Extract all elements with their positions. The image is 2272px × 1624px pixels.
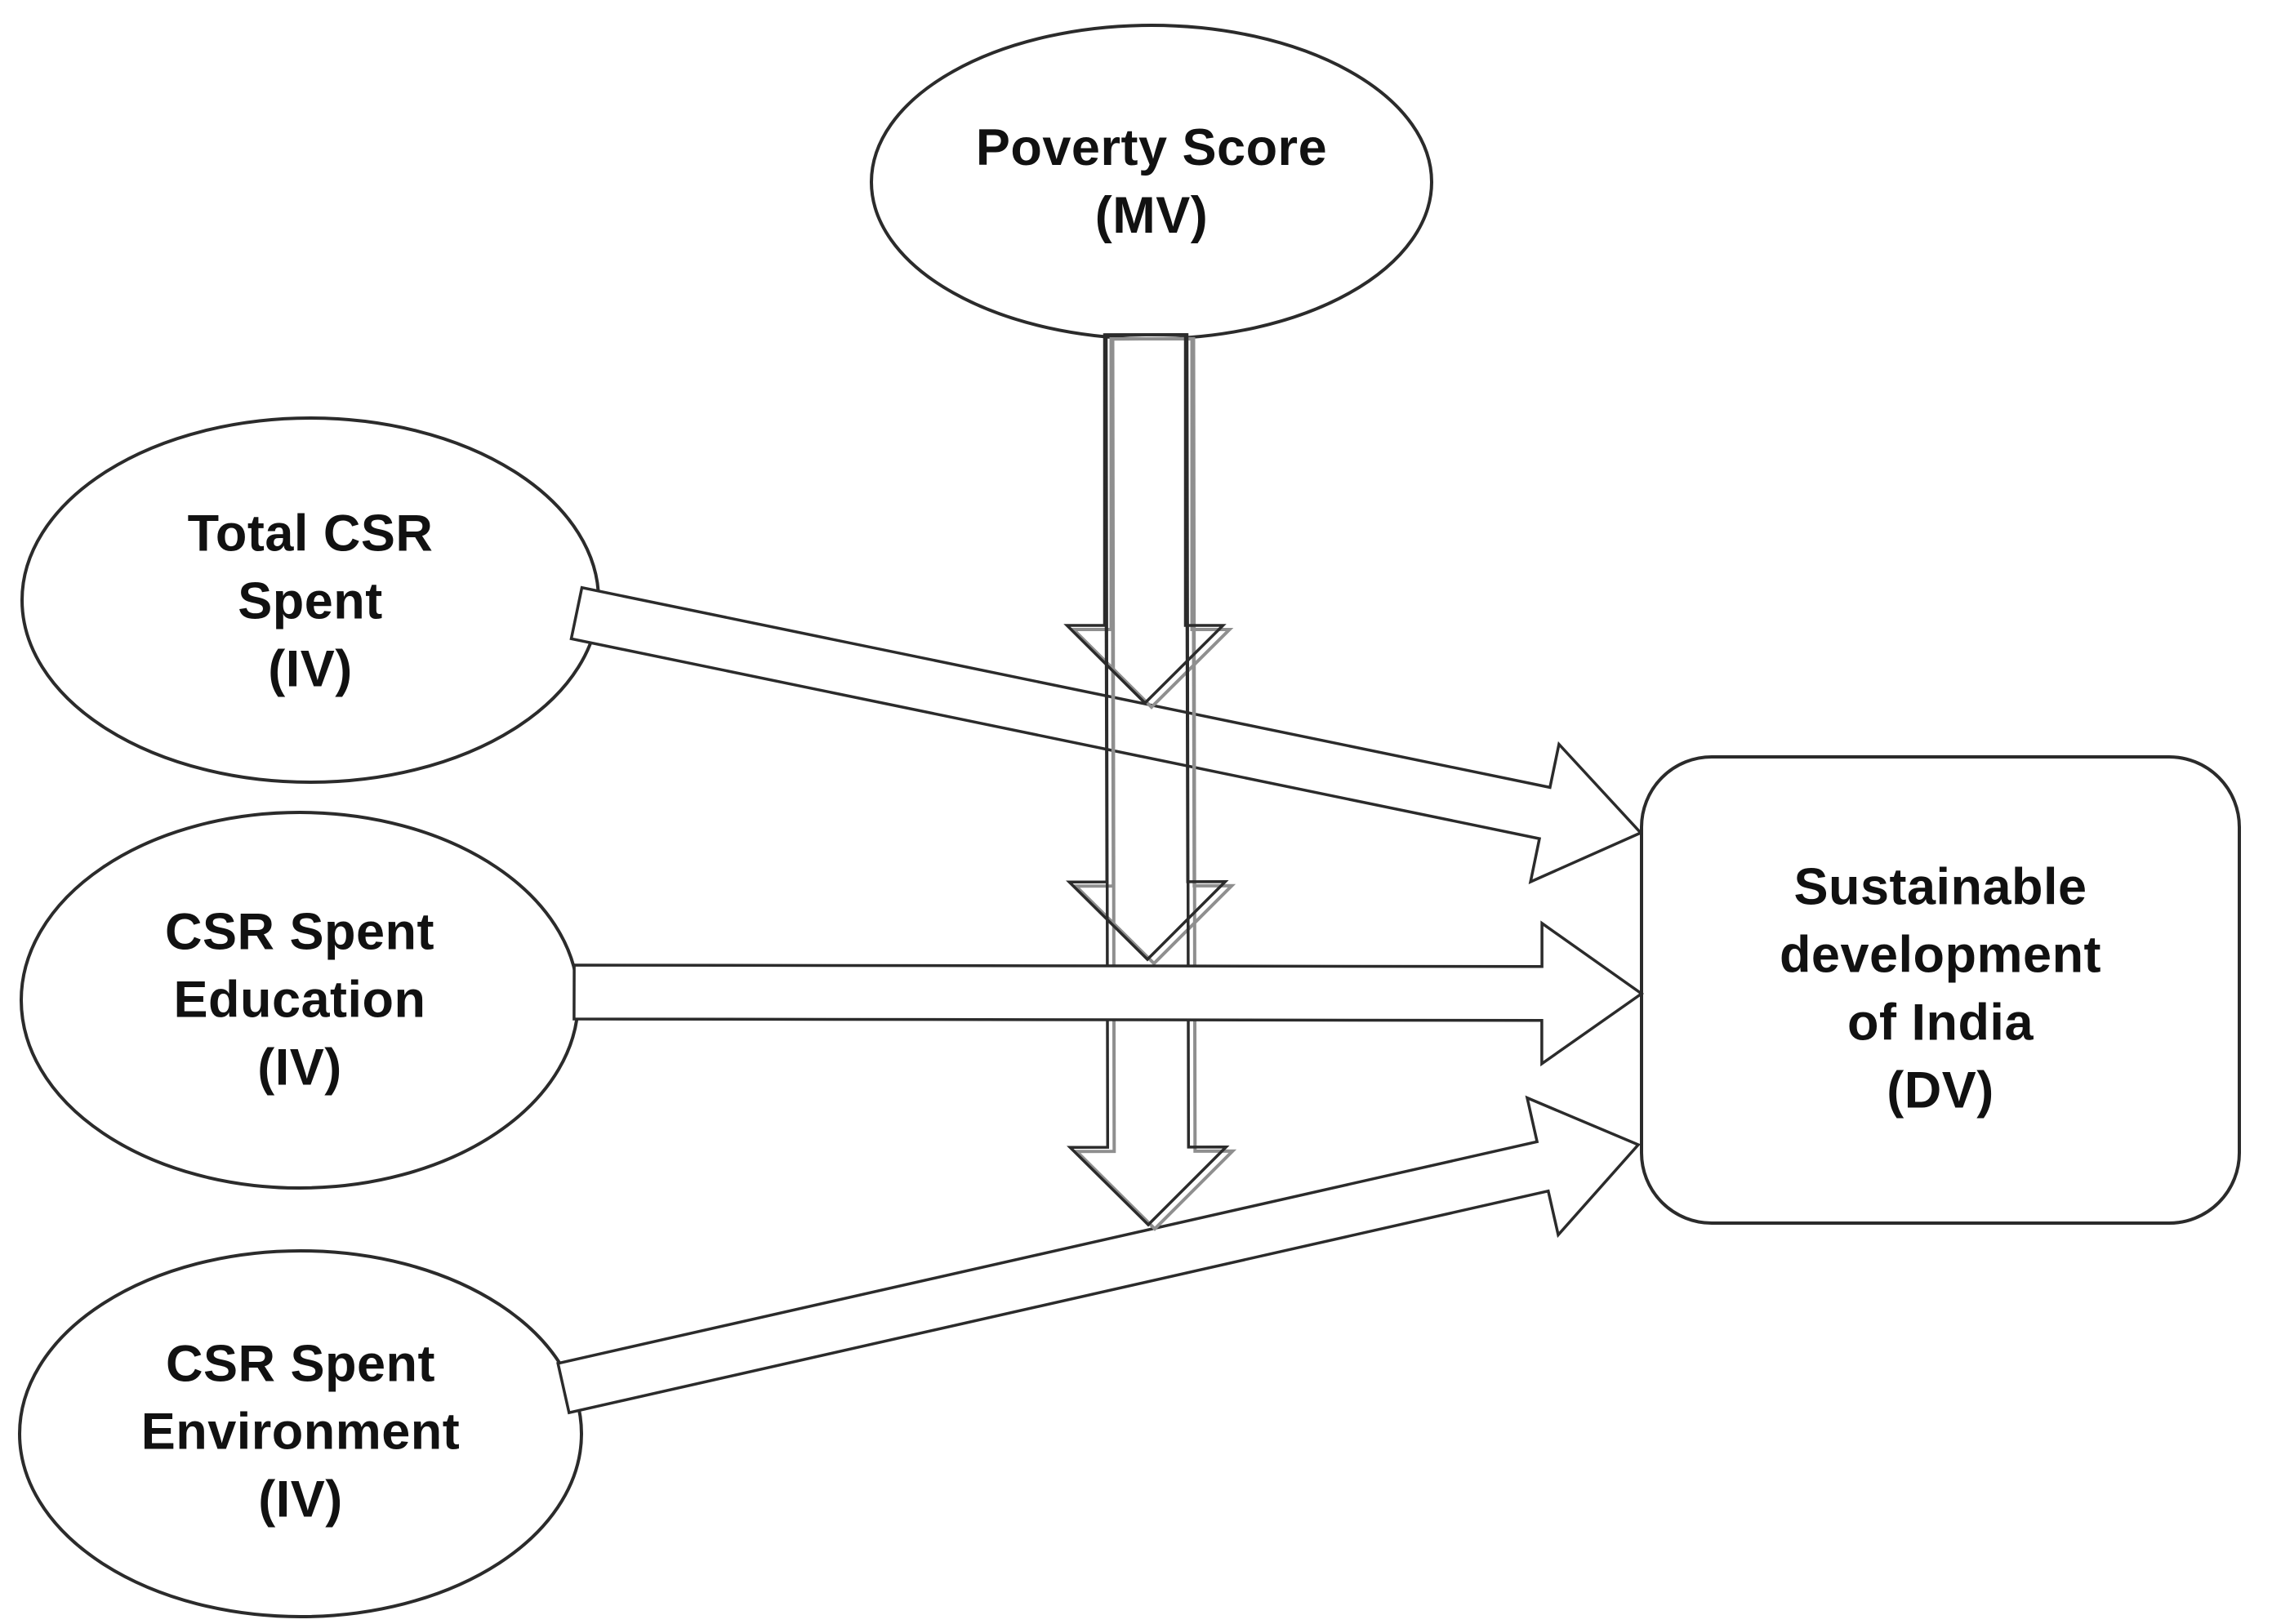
moderation-arrow-3 (1067, 333, 1230, 1227)
moderation-arrow-3-shadow (1072, 336, 1237, 1231)
node-label-csr-spent-education: CSR Spent Education (IV) (164, 903, 435, 1097)
node-sustainable-development (1640, 755, 2241, 1225)
moderation-arrow-1-shadow (1069, 337, 1234, 710)
arrow-environment-to-dv (556, 1095, 1641, 1415)
node-label-csr-spent-environment: CSR Spent Environment (IV) (140, 1335, 461, 1528)
arrow-education-to-dv (572, 920, 1645, 1067)
moderation-arrow-1 (1063, 333, 1227, 705)
node-csr-spent-environment (18, 1249, 583, 1618)
node-label-poverty-score: Poverty Score (MV) (975, 118, 1328, 244)
node-label-sustainable-development: Sustainable development of India (DV) (1779, 858, 2102, 1120)
node-label-total-csr-spent: Total CSR Spent (IV) (187, 505, 434, 698)
